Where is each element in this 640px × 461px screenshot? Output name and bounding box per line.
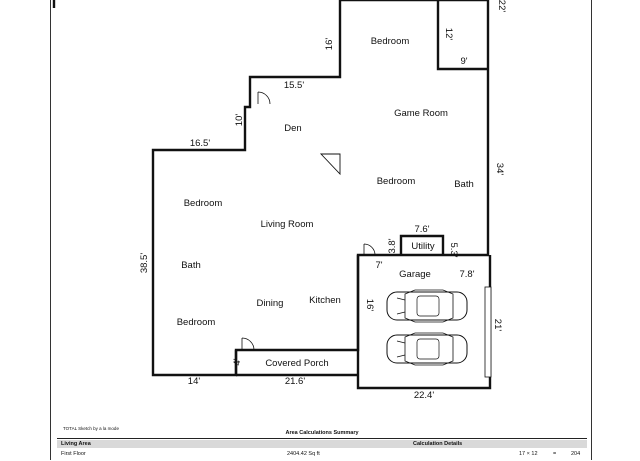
room-label-den: Den: [284, 123, 301, 134]
dimension-label: 16': [364, 299, 375, 312]
car-icon-upper: [386, 289, 468, 323]
room-label-bedroom-left-top: Bedroom: [184, 198, 223, 209]
dimension-label: 21': [492, 319, 503, 332]
garage-door: [484, 286, 492, 378]
summary-table: Living Area Calculation Details First Fl…: [57, 438, 587, 461]
dimension-label: 22.4': [414, 390, 434, 401]
dimension-label: 7.6': [414, 224, 429, 235]
summary-table-header: Living Area Calculation Details: [57, 440, 587, 448]
dimension-label: 14': [188, 376, 201, 387]
dimension-label: 15.5': [284, 80, 304, 91]
dimension-label: 9': [460, 56, 467, 67]
dimension-label: 38.5': [139, 253, 150, 273]
row-calc: 17 × 12: [519, 451, 538, 457]
top-bedroom-outline: [340, 0, 488, 71]
dimension-label: 7': [375, 260, 382, 271]
dimension-label: 21.6': [285, 376, 305, 387]
porch-door: [241, 337, 255, 351]
row-label: First Floor: [61, 451, 86, 457]
room-label-bedroom-top: Bedroom: [371, 36, 410, 47]
table-row: First Floor 2404.42 Sq ft 17 × 12 = 204: [57, 450, 587, 458]
room-label-dining: Dining: [257, 298, 284, 309]
porch-outline: [234, 350, 358, 377]
room-label-bedroom-left-bottom: Bedroom: [177, 317, 216, 328]
dimension-label: 34': [494, 163, 505, 176]
car-icon-lower: [386, 332, 468, 366]
dimension-label: 16.5': [190, 138, 210, 149]
dimension-label: 5.3': [448, 242, 459, 257]
room-label-game-room: Game Room: [394, 108, 448, 119]
room-label-covered-porch: Covered Porch: [265, 358, 328, 369]
room-label-living-room: Living Room: [261, 219, 314, 230]
living-area-header: Living Area: [61, 441, 91, 447]
orientation-marker: [319, 153, 341, 176]
house-outline: [52, 0, 490, 377]
calculation-details-header: Calculation Details: [413, 441, 463, 447]
dimension-label: 3.8': [387, 238, 398, 253]
row-result: 204: [571, 451, 581, 457]
room-label-garage: Garage: [399, 269, 431, 280]
dimension-label: 7.8': [459, 269, 474, 280]
dimension-label: 16': [324, 38, 335, 51]
room-label-utility: Utility: [411, 241, 434, 252]
utility-walls: [399, 234, 445, 255]
den-door: [257, 91, 271, 105]
room-label-kitchen: Kitchen: [309, 295, 341, 306]
summary-title: Area Calculations Summary: [285, 430, 359, 436]
garage-entry-door: [363, 243, 376, 256]
dimension-label: 12': [443, 28, 454, 41]
row-area: 2404.42 Sq ft: [287, 451, 320, 457]
dimension-label: 22': [496, 0, 507, 12]
room-label-bath-right: Bath: [454, 179, 474, 190]
room-label-bath-left: Bath: [181, 260, 201, 271]
row-eq: =: [553, 451, 557, 457]
dimension-label: 4': [232, 358, 243, 365]
room-label-bedroom-center: Bedroom: [377, 176, 416, 187]
area-summary-footer: TOTAL Sketch by a la mode Area Calculati…: [57, 422, 587, 460]
sketch-credit: TOTAL Sketch by a la mode: [63, 426, 119, 431]
dimension-label: 10': [234, 114, 245, 127]
